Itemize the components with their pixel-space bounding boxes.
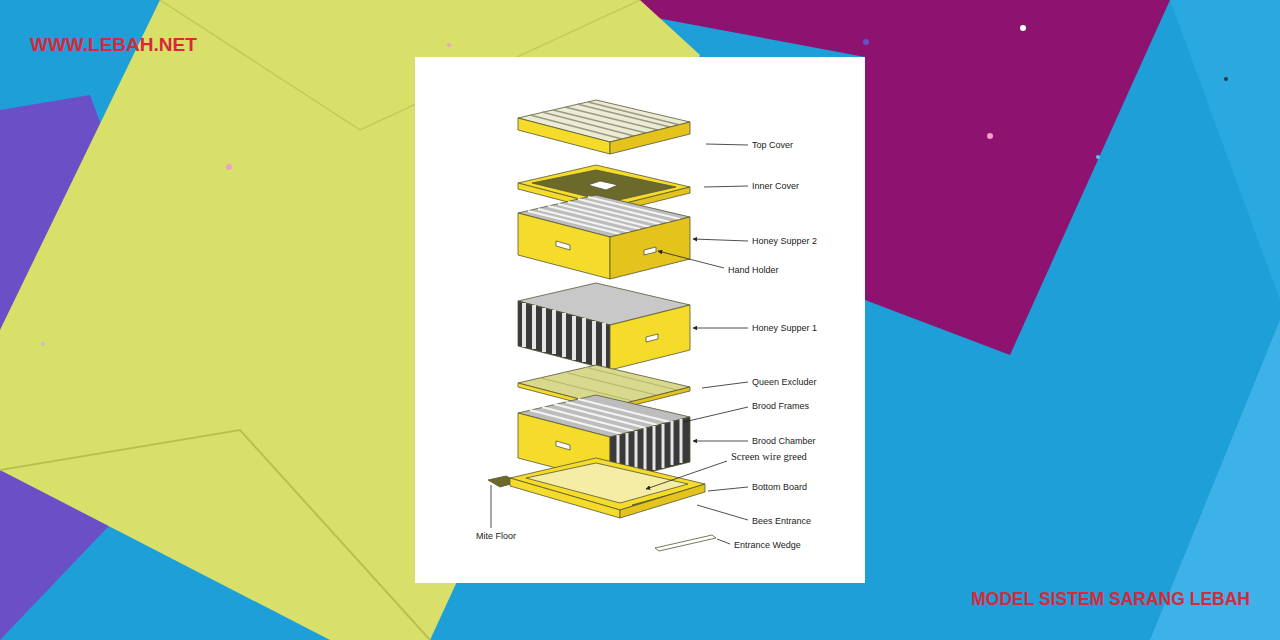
part-label: Screen wire greed xyxy=(731,450,807,463)
part-label: Brood Chamber xyxy=(752,435,816,447)
part-label: Bees Entrance xyxy=(752,515,811,527)
caption: MODEL SISTEM SARANG LEBAH xyxy=(971,588,1250,610)
part-label: Mite Floor xyxy=(476,530,516,542)
part-label: Entrance Wedge xyxy=(734,539,801,551)
part-label: Hand Holder xyxy=(728,264,779,276)
part-label: Bottom Board xyxy=(752,481,807,493)
part-label: Top Cover xyxy=(752,139,793,151)
part-label: Honey Supper 2 xyxy=(752,235,817,247)
part-label: Inner Cover xyxy=(752,180,799,192)
part-label: Queen Excluder xyxy=(752,376,817,388)
watermark: WWW.LEBAH.NET xyxy=(30,34,197,56)
part-label: Honey Supper 1 xyxy=(752,322,817,334)
part-label: Brood Frames xyxy=(752,400,809,412)
